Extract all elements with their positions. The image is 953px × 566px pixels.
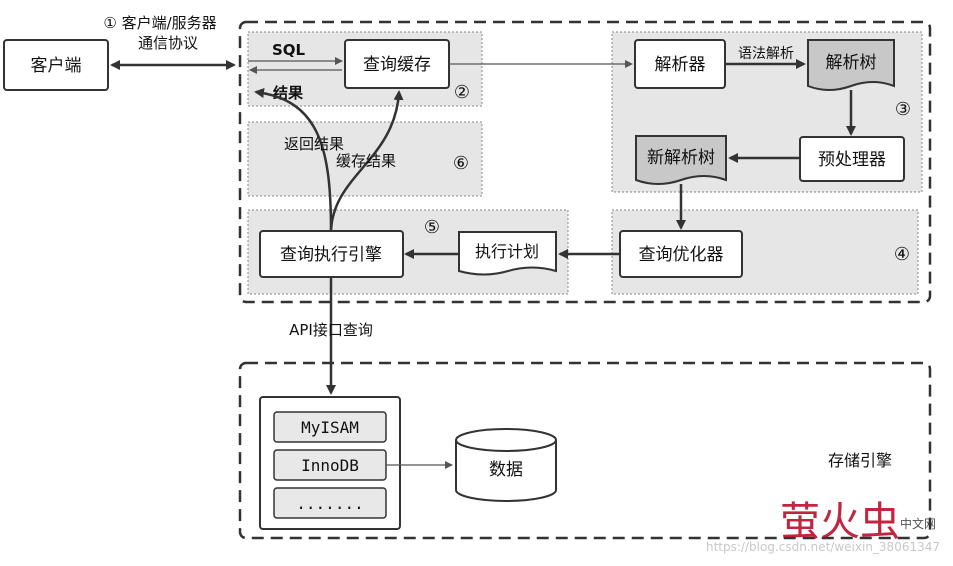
exec-plan-shape (458, 231, 557, 276)
engine-more-box (273, 487, 387, 519)
protocol-line1: ① 客户端/服务器 (103, 14, 216, 32)
engine-innodb-label: InnoDB (301, 456, 359, 475)
engine-myisam-label: MyISAM (301, 418, 359, 437)
parse-tree-shape (807, 39, 895, 91)
svg-text:萤火虫: 萤火虫 (780, 499, 900, 545)
storage-engine-title: 存储引擎 (828, 451, 892, 470)
sql-label: SQL (272, 41, 306, 59)
engine-more-label: ....... (296, 494, 363, 513)
result-label: 结果 (273, 84, 304, 102)
new-parse-tree-label: 新解析树 (647, 148, 715, 168)
new-parse-tree-shape (635, 135, 727, 185)
client-box (3, 39, 109, 91)
marker-2: ② (454, 82, 470, 103)
marker-4: ④ (894, 244, 910, 265)
result-zone (247, 121, 483, 197)
cache-result-label: 缓存结果 (336, 152, 396, 170)
exec-plan-label: 执行计划 (475, 242, 539, 261)
data-cylinder (455, 428, 557, 502)
query-cache-label: 查询缓存 (363, 55, 431, 75)
watermark-url: https://blog.csdn.net/weixin_38061347 (706, 540, 940, 554)
syntax-parse-label: 语法解析 (738, 46, 794, 62)
protocol-line2: 通信协议 (138, 34, 198, 52)
cache-result-arrow (329, 90, 404, 232)
preprocessor-label: 预处理器 (818, 150, 886, 170)
return-result-arrow (254, 88, 333, 232)
server-layer-container (238, 20, 932, 304)
marker-6: ⑥ (453, 153, 469, 174)
api-query-label: API接口查询 (289, 321, 373, 339)
svg-text:中文网: 中文网 (900, 516, 936, 531)
client-label: 客户端 (31, 56, 82, 76)
marker-5: ⑤ (424, 217, 440, 238)
storage-layer-container (238, 361, 932, 540)
exec-engine-label: 查询执行引擎 (280, 245, 382, 265)
parser-label: 解析器 (655, 55, 706, 75)
marker-3: ③ (895, 99, 911, 120)
optimizer-label: 查询优化器 (639, 245, 724, 265)
parse-tree-label: 解析树 (826, 53, 877, 73)
engine-myisam-box (273, 411, 387, 443)
php-cn-logo-watermark: 萤火虫 中文网 (780, 499, 936, 545)
return-result-label: 返回结果 (284, 135, 344, 153)
data-label: 数据 (489, 460, 523, 480)
